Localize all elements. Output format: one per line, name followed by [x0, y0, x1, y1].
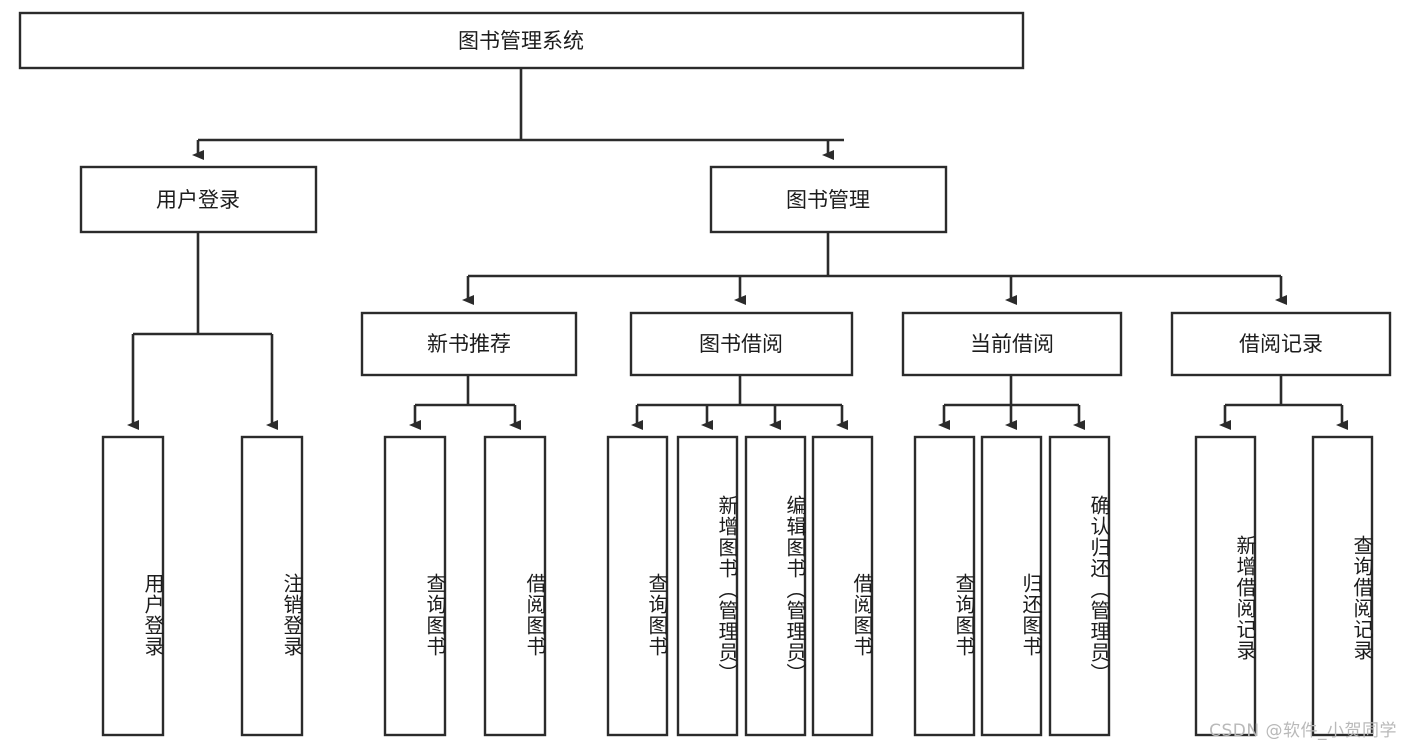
node-box-leaf-add-book[interactable] — [676, 435, 739, 737]
node-box-current-borrow[interactable] — [901, 311, 1123, 377]
node-label-user-login: 用户登录 — [156, 188, 240, 212]
connector-newbook-to-leaves — [409, 375, 521, 430]
node-box-leaf-query-book-1[interactable] — [383, 435, 447, 737]
node-box-book-management[interactable] — [709, 165, 948, 234]
node-box-leaf-query-record[interactable] — [1311, 435, 1374, 737]
connector-bookmgmt-to-level3 — [462, 232, 1287, 305]
node-box-leaf-borrow-book-2[interactable] — [811, 435, 874, 737]
node-box-borrow-record[interactable] — [1170, 311, 1392, 377]
node-box-book-borrow[interactable] — [629, 311, 854, 377]
node-label-current-borrow: 当前借阅 — [970, 332, 1054, 356]
node-label-book-management: 图书管理 — [786, 188, 870, 212]
connector-root-to-level2 — [192, 68, 844, 160]
node-box-leaf-add-record[interactable] — [1194, 435, 1257, 737]
node-box-new-book-recommend[interactable] — [360, 311, 578, 377]
node-label-new-book-recommend: 新书推荐 — [427, 332, 511, 356]
node-label-book-borrow: 图书借阅 — [699, 332, 783, 356]
node-box-leaf-query-book-3[interactable] — [913, 435, 976, 737]
node-box-leaf-borrow-book-1[interactable] — [483, 435, 547, 737]
node-label-borrow-record: 借阅记录 — [1239, 332, 1323, 356]
connector-bookborrow-to-leaves — [631, 375, 848, 430]
node-box-leaf-confirm-return[interactable] — [1048, 435, 1111, 737]
watermark-text: CSDN @软件_小贺同学 — [1209, 721, 1397, 741]
connector-borrowrecord-to-leaves — [1219, 375, 1348, 430]
node-box-leaf-query-book-2[interactable] — [606, 435, 669, 737]
connector-userlogin-to-leaves — [127, 232, 278, 430]
node-label-title: 图书管理系统 — [458, 29, 584, 53]
node-box-leaf-return-book[interactable] — [980, 435, 1043, 737]
node-box-leaf-edit-book[interactable] — [744, 435, 807, 737]
node-box-leaf-user-login[interactable] — [101, 435, 165, 737]
node-box-user-login[interactable] — [79, 165, 318, 234]
node-box-leaf-user-logout[interactable] — [240, 435, 304, 737]
connector-currentborrow-to-leaves — [938, 375, 1085, 430]
node-box-title[interactable] — [18, 11, 1025, 70]
